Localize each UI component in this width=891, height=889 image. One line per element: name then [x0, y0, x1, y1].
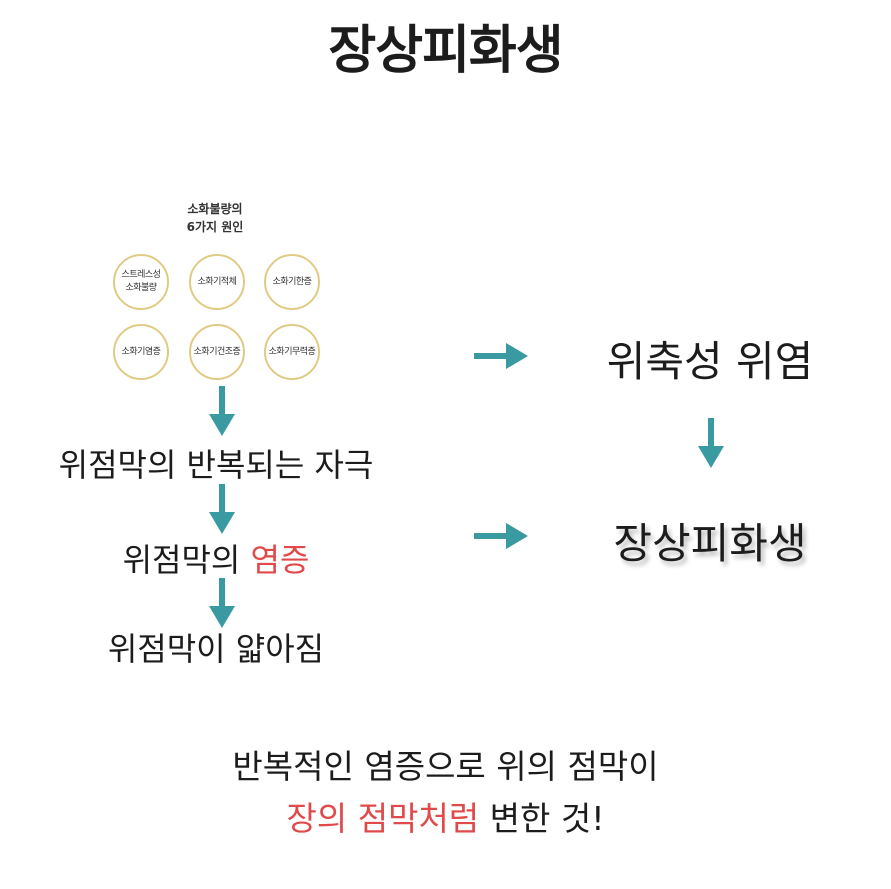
cause-label: 소화불량 [125, 283, 157, 293]
arrow-down-icon [209, 484, 235, 534]
cause-circle-stagnation: 소화기적체 [189, 254, 245, 310]
arrow-down-icon [209, 578, 235, 628]
flow-step-thinning: 위점막이 얇아짐 [107, 630, 325, 668]
flow-step-repeated-irritation: 위점막의 반복되는 자극 [58, 446, 374, 484]
summary-rest: 변한 것! [479, 799, 605, 838]
arrow-down-icon [209, 386, 235, 436]
cause-circle-weakness: 소화기무력증 [264, 324, 320, 380]
causes-heading-line1: 소화불량의 [187, 202, 243, 216]
arrow-right-icon [474, 523, 528, 549]
summary-highlight: 장의 점막처럼 [286, 799, 480, 838]
cause-label: 스트레스성 [121, 270, 161, 280]
page-title: 장상피화생 [328, 21, 563, 81]
cause-label: 소화기무력증 [268, 346, 316, 357]
cause-circle-cold: 소화기한증 [264, 254, 320, 310]
flow-step-inflammation: 위점막의 염증 [0, 535, 432, 581]
arrow-down-icon [698, 418, 724, 468]
causes-heading: 소화불량의 6가지 원인 [140, 200, 290, 236]
cause-label: 소화기염증 [121, 346, 161, 357]
result-intestinal-metaplasia: 장상피화생 [613, 519, 807, 568]
cause-circle-dryness: 소화기건조증 [189, 324, 245, 380]
cause-circle-stress: 스트레스성 소화불량 [113, 254, 169, 310]
summary-line2: 장의 점막처럼 변한 것! [0, 792, 891, 840]
result-atrophic-gastritis: 위축성 위염 [606, 337, 814, 386]
causes-heading-line2: 6가지 원인 [186, 220, 244, 234]
cause-circle-inflammation: 소화기염증 [113, 324, 169, 380]
cause-label: 소화기적체 [197, 276, 237, 287]
flow-step-inflammation-prefix: 위점막의 [122, 541, 251, 579]
cause-label: 소화기한증 [272, 276, 312, 287]
arrow-right-icon [474, 343, 528, 369]
summary-line1: 반복적인 염증으로 위의 점막이 [232, 747, 659, 786]
flow-step-inflammation-highlight: 염증 [250, 541, 310, 579]
cause-label: 소화기건조증 [193, 346, 241, 357]
